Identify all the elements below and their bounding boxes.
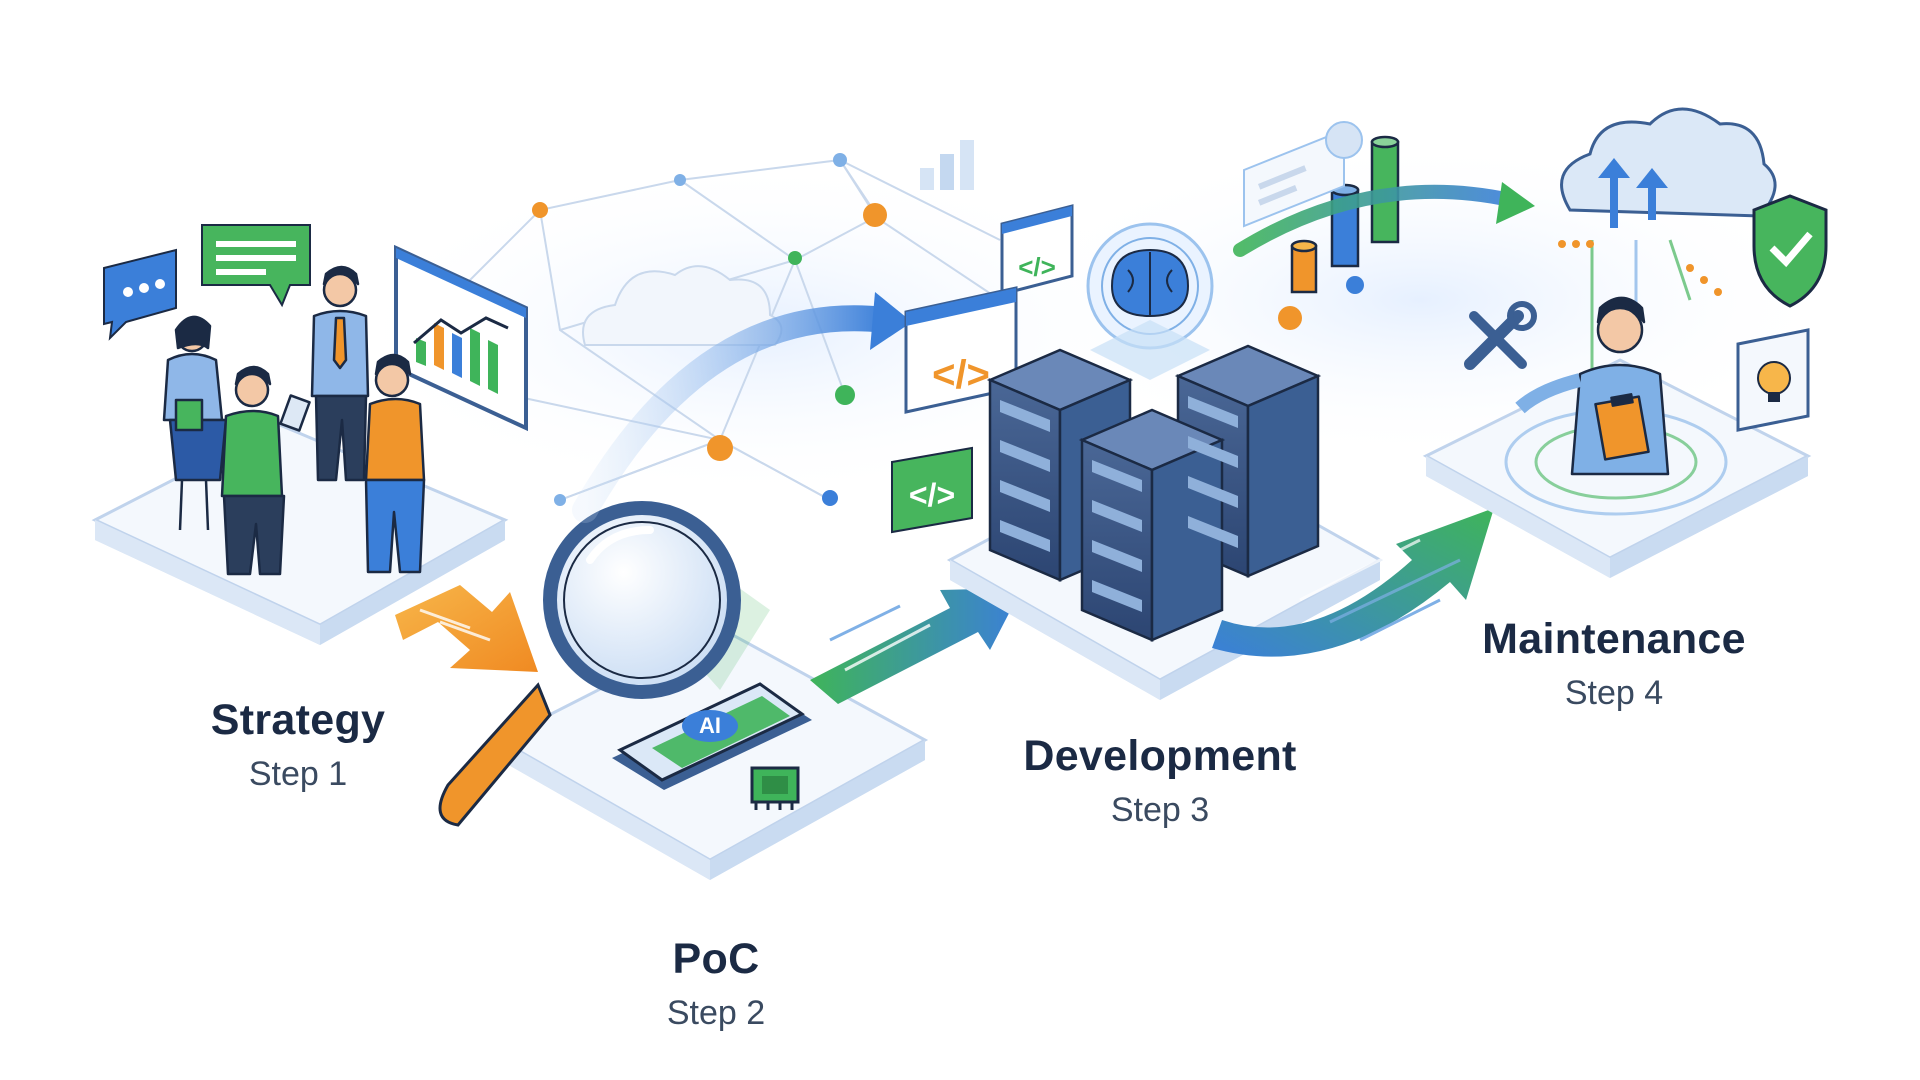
engineer-person-icon — [1515, 296, 1670, 476]
cloud-upload-icon — [1560, 107, 1777, 420]
step-label-maintenance: Maintenance Step 4 — [1434, 615, 1794, 713]
server-slots — [1000, 396, 1238, 612]
arrow-strategy-to-poc — [395, 585, 538, 672]
team-people-icon — [162, 265, 426, 576]
wrench-icon — [1464, 301, 1537, 370]
chat-lines-icon — [201, 224, 311, 308]
server-rack-icon — [986, 344, 1322, 642]
shield-check-icon — [1752, 194, 1828, 308]
arrow-development-to-maintenance — [1212, 508, 1494, 657]
step-subtitle: Step 3 — [1110, 791, 1210, 829]
magnifier-icon — [438, 501, 770, 827]
arrow-arc-to-development — [572, 292, 912, 523]
code-badge-2: </> — [932, 353, 990, 397]
step-title: PoC — [672, 935, 760, 983]
arrow-arc-to-maintenance — [1233, 182, 1535, 257]
ai-badge: AI — [699, 713, 721, 738]
bar-chart-icon — [920, 140, 974, 190]
step-title: Maintenance — [1482, 615, 1746, 663]
code-badge-3: </> — [909, 477, 955, 513]
step-title: Strategy — [210, 696, 386, 744]
chat-dots-icon — [103, 248, 177, 341]
phone-ai-icon: AI — [612, 682, 812, 790]
network-mesh — [419, 158, 1001, 501]
step-subtitle: Step 4 — [1564, 674, 1664, 712]
chip-icon — [750, 766, 800, 810]
step-label-strategy: Strategy Step 1 — [118, 696, 478, 794]
signal-dots — [1558, 240, 1722, 296]
arrow-poc-to-development — [810, 588, 1022, 704]
step-subtitle: Step 1 — [248, 755, 348, 793]
profile-card-icon — [1243, 121, 1363, 228]
network-nodes — [532, 153, 1364, 506]
step-title: Development — [1023, 732, 1297, 780]
lightbulb-icon — [1736, 328, 1810, 432]
chart-board — [394, 244, 528, 432]
step-label-development: Development Step 3 — [980, 732, 1340, 830]
motion-lines — [829, 598, 1441, 642]
cloud-icon — [582, 265, 783, 346]
step-subtitle: Step 2 — [666, 994, 766, 1032]
code-badge-1: </> — [1018, 252, 1056, 282]
brain-icon — [1086, 222, 1214, 380]
step-label-poc: PoC Step 2 — [536, 935, 896, 1033]
